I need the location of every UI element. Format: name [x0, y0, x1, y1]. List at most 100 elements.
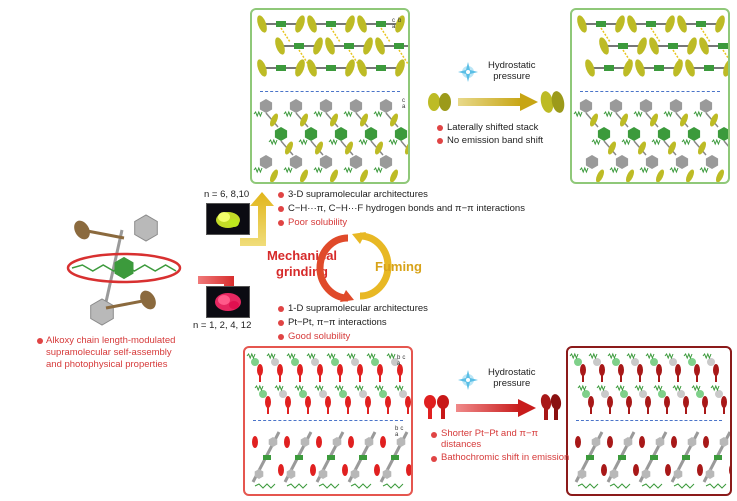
red-end-group — [601, 374, 603, 382]
interaction-line — [380, 27, 391, 43]
red-end-group — [307, 406, 309, 414]
yellow-end-group — [637, 37, 647, 55]
hexagon-ring — [657, 127, 671, 141]
alkoxy-chain — [663, 110, 673, 118]
alkoxy-chain — [577, 483, 599, 489]
red-end-group — [359, 374, 361, 382]
interaction-line — [622, 49, 633, 65]
hexagon-ring — [696, 390, 704, 398]
yellow-end-group — [709, 113, 719, 127]
alkoxy-chain — [609, 483, 631, 489]
emission-photo-red — [206, 286, 250, 318]
yellow-end-group — [359, 113, 369, 127]
hexagon-ring — [631, 358, 639, 366]
alkoxy-chain — [366, 352, 376, 360]
yellow-end-group — [307, 15, 317, 33]
hexagon-ring — [645, 155, 659, 169]
hexagon-ring — [673, 469, 683, 479]
alkoxy-chain — [702, 352, 712, 360]
hexagon-ring — [90, 298, 114, 326]
red-end-group — [677, 374, 679, 382]
alkoxy-chain — [374, 384, 384, 392]
molecule-core — [326, 65, 336, 71]
interaction-line — [650, 27, 661, 43]
molecule-core — [276, 21, 286, 27]
alkoxy-chain — [641, 483, 663, 489]
hexagon-ring — [705, 469, 715, 479]
yellow-end-group — [299, 169, 309, 182]
molecule-core — [376, 21, 386, 27]
red-end-group — [671, 436, 677, 448]
yellow-end-group — [627, 15, 637, 33]
red-end-group — [697, 464, 703, 476]
hexagon-ring — [620, 390, 628, 398]
emission-photo-yellow — [206, 203, 250, 235]
molecule-core — [714, 455, 722, 460]
molecule-core — [326, 21, 336, 27]
red-end-group — [377, 364, 383, 376]
yellow-end-group — [625, 169, 635, 182]
yellow-end-group — [607, 141, 617, 155]
yellow-end-group — [345, 15, 355, 33]
molecule-core — [596, 21, 606, 27]
alkoxy-chain — [373, 110, 383, 118]
red-end-group — [713, 364, 719, 376]
alkoxy-chain — [326, 352, 336, 360]
hexagon-ring — [577, 469, 587, 479]
red-end-group — [267, 406, 269, 414]
red-end-group — [317, 364, 323, 376]
hexagon-ring — [597, 127, 611, 141]
yellow-end-group — [275, 37, 285, 55]
molecule-core — [604, 65, 614, 71]
hexagon-ring — [351, 358, 359, 366]
alkoxy-chain — [386, 352, 396, 360]
yellow-end-group — [307, 59, 317, 77]
molecule-core — [704, 65, 714, 71]
hexagon-ring — [719, 437, 729, 447]
hexagon-ring — [601, 390, 609, 398]
yellow-end-group — [577, 15, 587, 33]
molecule-arm-end — [74, 220, 90, 240]
alkoxy-chain — [651, 138, 661, 146]
yellow-end-group — [295, 15, 305, 33]
yellow-end-group — [313, 37, 323, 55]
hexagon-ring — [319, 390, 327, 398]
alkoxy-chain — [711, 138, 721, 146]
red-end-group — [407, 406, 409, 414]
alkoxy-chain — [382, 483, 404, 489]
red-end-group — [284, 436, 290, 448]
hexagon-ring — [279, 390, 287, 398]
hexagon-ring — [687, 127, 701, 141]
yellow-end-group — [389, 113, 399, 127]
hexagon-ring — [677, 390, 685, 398]
bullet-text: 3-D supramolecular architectures — [288, 189, 428, 200]
yellow-end-group — [599, 37, 609, 55]
hexagon-ring — [331, 358, 339, 366]
panel-3d-initial: cba cab — [250, 8, 410, 184]
red-end-group — [397, 364, 403, 376]
bullet-text: No emission band shift — [447, 135, 544, 146]
alkoxy-chain — [683, 352, 693, 360]
hexagon-ring — [291, 358, 299, 366]
interaction-line — [398, 49, 408, 65]
red-end-group — [345, 396, 351, 408]
red-end-group — [685, 406, 687, 414]
hexagon-ring — [579, 99, 593, 113]
interaction-line — [722, 49, 728, 60]
alkoxy-chain — [588, 352, 598, 360]
panel-3d-compressed — [570, 8, 730, 184]
hexagon-ring — [334, 127, 348, 141]
hexagon-ring — [623, 437, 633, 447]
molecule-core — [327, 455, 335, 460]
alkoxy-chain — [298, 138, 308, 146]
yellow-molecule-icon — [540, 91, 565, 113]
hexagon-ring — [627, 127, 641, 141]
red-end-group — [703, 436, 709, 448]
red-end-group — [575, 436, 581, 448]
red-end-group — [299, 374, 301, 382]
molecule-core — [114, 257, 134, 279]
hexagon-ring — [658, 390, 666, 398]
selection-ring — [66, 252, 182, 284]
interaction-line — [280, 27, 291, 43]
